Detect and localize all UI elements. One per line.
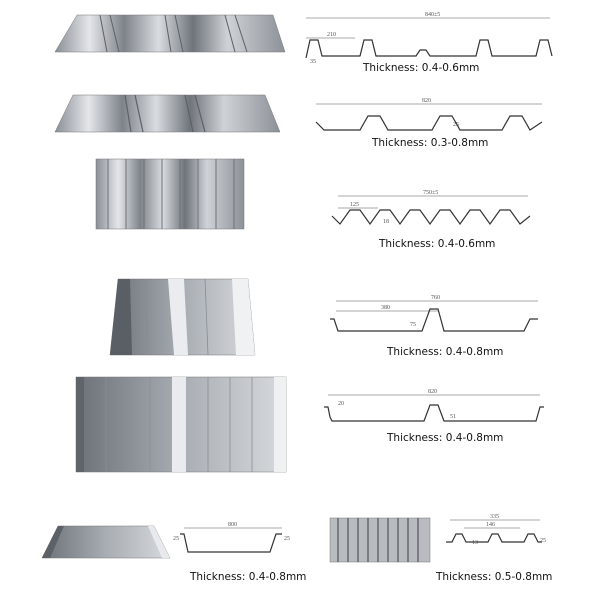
roof-panel-photo-4 (109, 278, 256, 356)
dim-label-p3-width: 750±5 (423, 190, 438, 196)
roof-panel-photo-6 (41, 525, 171, 559)
profile-drawing-5: 820 20 51 (324, 389, 544, 422)
dim-label-p4-pitch: 380 (381, 305, 390, 311)
wall-panel-photo-3 (95, 158, 245, 230)
dim-label-p4-width: 760 (431, 295, 440, 301)
profile-drawing-2: 820 25 (315, 98, 543, 131)
thickness-label-6: Thickness: 0.4-0.8mm (190, 571, 307, 583)
thickness-label-2: Thickness: 0.3-0.8mm (372, 137, 489, 149)
dim-label-p6-height-right: 25 (284, 536, 290, 542)
wall-panel-photo-5 (75, 376, 287, 473)
thickness-label-1: Thickness: 0.4-0.6mm (363, 62, 480, 74)
roof-panel-photo-1 (54, 14, 286, 53)
roof-panel-photo-7 (329, 517, 431, 563)
dim-label-p7-width: 335 (490, 514, 499, 520)
dim-label-p6-width: 800 (228, 522, 237, 528)
dim-label-p5-edge: 20 (338, 401, 344, 407)
profile-drawing-7: 335 146 13 25 (446, 514, 546, 546)
dim-label-p1-pitch: 210 (327, 32, 336, 38)
profile-drawing-3: 750±5 125 18 (331, 190, 531, 226)
dim-label-p3-height: 18 (383, 219, 389, 225)
dim-label-p7-pitch: 146 (486, 522, 495, 528)
dim-label-p7-height: 25 (540, 538, 546, 544)
thickness-label-3: Thickness: 0.4-0.6mm (379, 238, 496, 250)
profile-drawing-1: 840±5 210 35 (305, 12, 553, 65)
dim-label-p1-height: 35 (310, 59, 316, 65)
roof-panel-photo-2 (54, 94, 281, 133)
dim-label-p5-width: 820 (428, 389, 437, 395)
thickness-label-4: Thickness: 0.4-0.8mm (387, 346, 504, 358)
dim-label-p7-rib: 13 (472, 540, 478, 546)
dim-label-p4-height: 75 (410, 322, 416, 328)
dim-label-p3-pitch: 125 (350, 202, 359, 208)
profile-drawing-6: 800 25 25 (173, 522, 290, 553)
thickness-label-5: Thickness: 0.4-0.8mm (387, 432, 504, 444)
dim-label-p2-height: 25 (453, 122, 459, 128)
profile-drawing-4: 760 380 75 (330, 295, 538, 332)
dim-label-p5-height: 51 (450, 414, 456, 420)
dim-label-p6-height-left: 25 (173, 536, 179, 542)
dim-label-p1-width: 840±5 (425, 12, 440, 18)
thickness-label-7: Thickness: 0.5-0.8mm (436, 571, 553, 583)
dim-label-p2-width: 820 (422, 98, 431, 104)
